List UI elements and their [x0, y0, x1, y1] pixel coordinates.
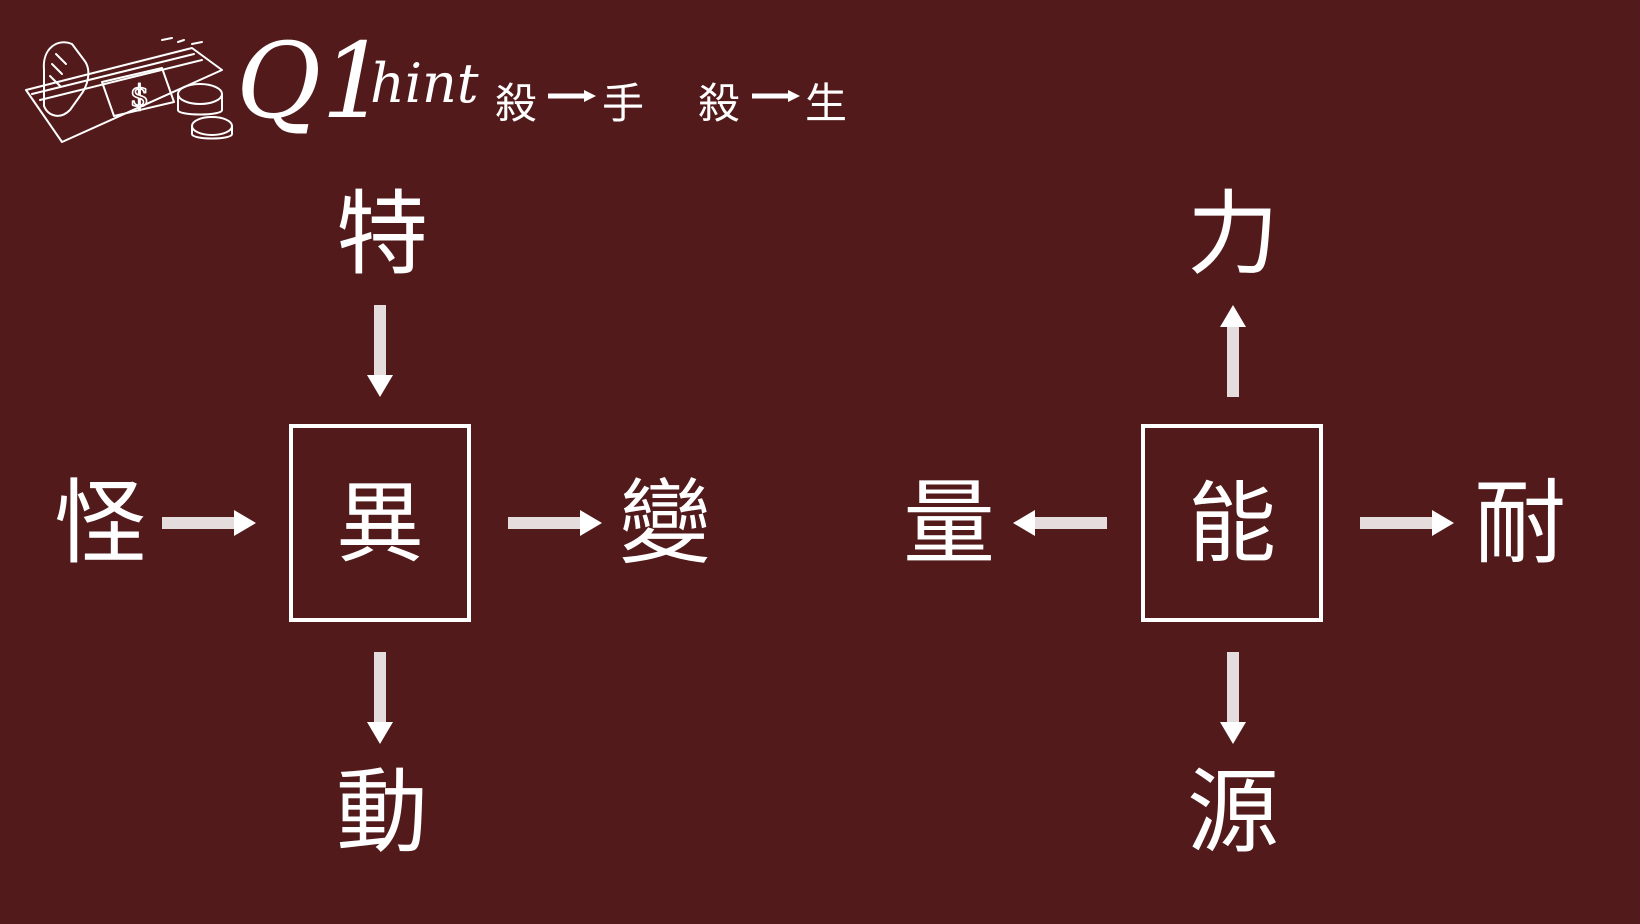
puzzle-2-center-box	[1141, 424, 1323, 622]
puzzle-2-top-arrow-up	[1220, 305, 1246, 397]
money-hand-sketch-icon: $	[25, 37, 233, 143]
hint-pair-2-to: 生	[805, 79, 848, 128]
puzzle-1-left-char: 怪	[53, 470, 146, 577]
puzzle-1-center-char: 異	[335, 472, 424, 575]
puzzle-2-left-char: 量	[902, 470, 995, 577]
svg-text:$: $	[130, 79, 149, 114]
puzzle-2-bottom-arrow-down	[1220, 652, 1246, 744]
puzzle-2-left-arrow-left	[1013, 510, 1107, 536]
hint-pair-2-from: 殺	[698, 79, 741, 128]
puzzle-1-right-arrow-right	[508, 510, 602, 536]
puzzle-2-top-char: 力	[1186, 181, 1279, 288]
hint-pair-1-from: 殺	[495, 79, 538, 128]
puzzle-1-right-char: 變	[618, 470, 711, 577]
puzzle-1-bottom-char: 動	[335, 759, 428, 866]
puzzle-1-bottom-arrow-down	[367, 652, 393, 744]
hint-pair-2-arrow	[752, 90, 800, 102]
puzzle-2-bottom-char: 源	[1186, 759, 1279, 866]
puzzle-2-center-char: 能	[1187, 472, 1276, 575]
puzzle-1-left-arrow-right	[162, 510, 256, 536]
hint-pair-1-to: 手	[602, 79, 645, 128]
puzzle-1-top-arrow-down	[367, 305, 393, 397]
hint-pair-1-arrow	[548, 90, 596, 102]
puzzle-2-right-char: 耐	[1473, 470, 1566, 577]
hint-label: hint	[370, 52, 479, 115]
question-label: Q1	[236, 20, 388, 142]
puzzle-2-right-arrow-right	[1360, 510, 1454, 536]
puzzle-1-center-box	[289, 424, 471, 622]
puzzle-1-top-char: 特	[335, 181, 428, 288]
